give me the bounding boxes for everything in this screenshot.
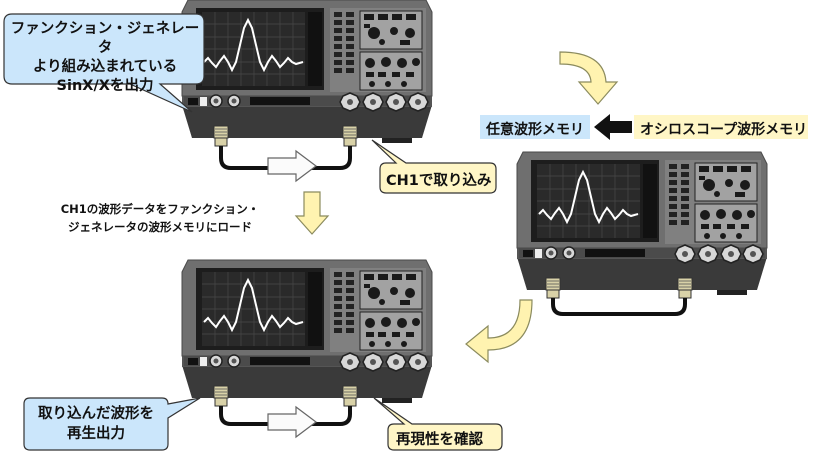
callout-bottom-line1: 取り込んだ波形を bbox=[38, 406, 154, 422]
left-arrow-black bbox=[594, 114, 632, 140]
callout-top-line3: SinX/Xを出力 bbox=[56, 78, 154, 94]
curved-arrow-top-right bbox=[559, 51, 619, 105]
load-note-line2: ジェネレータの波形メモリにロード bbox=[68, 220, 252, 234]
oscilloscope-right bbox=[516, 151, 768, 316]
load-note: CH1の波形データをファンクション・ ジェネレータの波形メモリにロード bbox=[40, 200, 280, 236]
oscilloscope-top bbox=[181, 0, 433, 182]
scope-memory-label: オシロスコープ波形メモリ bbox=[640, 122, 808, 138]
callout-bottom-line2: 再生出力 bbox=[67, 426, 125, 442]
curved-arrow-bottom bbox=[465, 299, 533, 364]
load-note-line1: CH1の波形データをファンクション・ bbox=[60, 202, 260, 216]
callout-top-line2: より組み込まれている bbox=[32, 59, 178, 75]
callout-repro-text: 再現性を確認 bbox=[396, 432, 483, 448]
callout-ch1-text: CH1で取り込み bbox=[386, 173, 492, 189]
callout-bottom-shape bbox=[23, 397, 201, 451]
down-arrow bbox=[295, 191, 329, 235]
scope-memory-box bbox=[634, 115, 808, 139]
callout-top-text: ファンクション・ジェネレータ より組み込まれている SinX/Xを出力 bbox=[8, 20, 202, 96]
arbitrary-memory-box bbox=[480, 115, 590, 139]
callout-top-line1: ファンクション・ジェネレータ bbox=[10, 21, 200, 56]
callout-repro-shape bbox=[373, 397, 503, 451]
oscilloscope-bottom bbox=[181, 259, 433, 438]
arbitrary-memory-label: 任意波形メモリ bbox=[486, 122, 584, 138]
callout-bottom-text: 取り込んだ波形を 再生出力 bbox=[24, 404, 168, 444]
callout-top-shape bbox=[3, 13, 205, 113]
callout-ch1-shape bbox=[371, 139, 497, 194]
